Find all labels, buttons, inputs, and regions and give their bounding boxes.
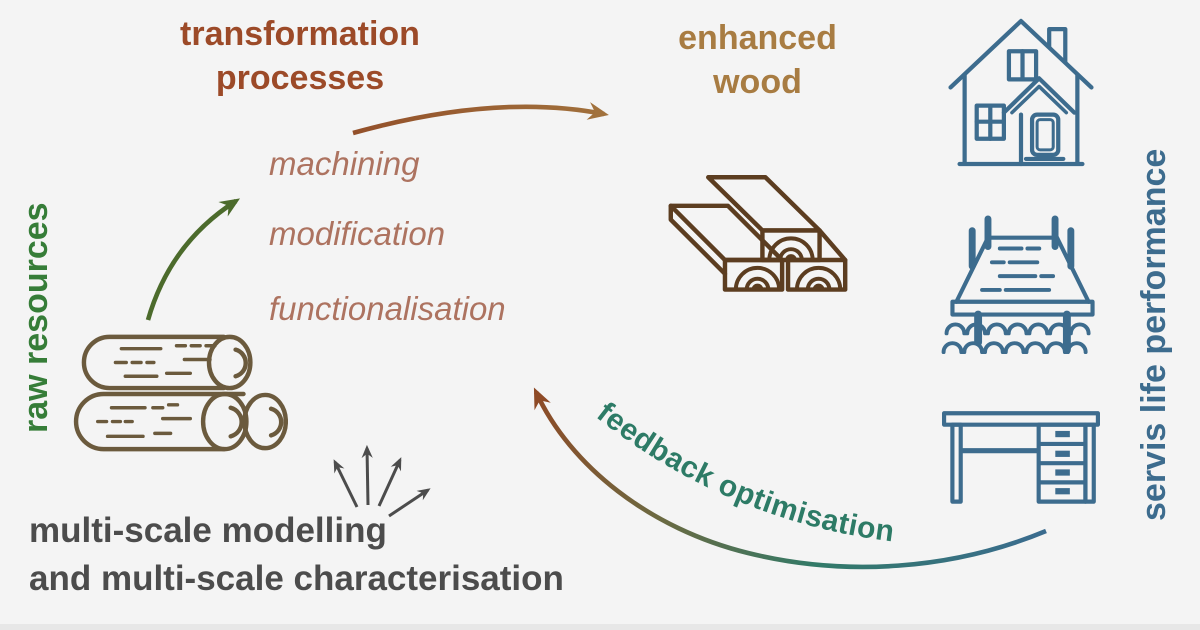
process-arrow	[352, 102, 609, 136]
logs-icon	[73, 334, 288, 452]
supply-arrow	[145, 198, 241, 321]
process-step-modification: modification	[269, 215, 446, 252]
modelling-caption: multi-scale modelling and multi-scale ch…	[29, 507, 564, 604]
feedback-arrow	[533, 387, 1047, 570]
stage-enhanced-wood: enhanced wood	[645, 17, 870, 104]
modelling-line2: and multi-scale characterisation	[29, 559, 564, 599]
service-life-label: servis life performance	[1135, 148, 1173, 521]
lumber-stack-icon	[668, 175, 848, 292]
modelling-line1: multi-scale modelling	[29, 511, 387, 550]
stage-enhanced-line1: enhanced	[678, 19, 837, 57]
raw-resources-label: raw resources	[17, 202, 55, 433]
process-step-functionalisation: functionalisation	[269, 290, 506, 327]
process-step-machining: machining	[269, 145, 420, 182]
feedback-label: feedback optimisation	[591, 396, 897, 548]
pier-icon	[941, 215, 1095, 355]
desk-icon	[942, 411, 1100, 504]
modelling-arrows	[333, 444, 431, 518]
stage-transformation-line2: processes	[215, 58, 385, 97]
stage-transformation-line1: transformation	[180, 15, 420, 53]
bottom-edge	[0, 624, 1200, 630]
house-icon	[948, 18, 1094, 167]
stage-enhanced-line2: wood	[713, 62, 802, 101]
stage-transformation-processes: transformation processes	[130, 13, 470, 100]
